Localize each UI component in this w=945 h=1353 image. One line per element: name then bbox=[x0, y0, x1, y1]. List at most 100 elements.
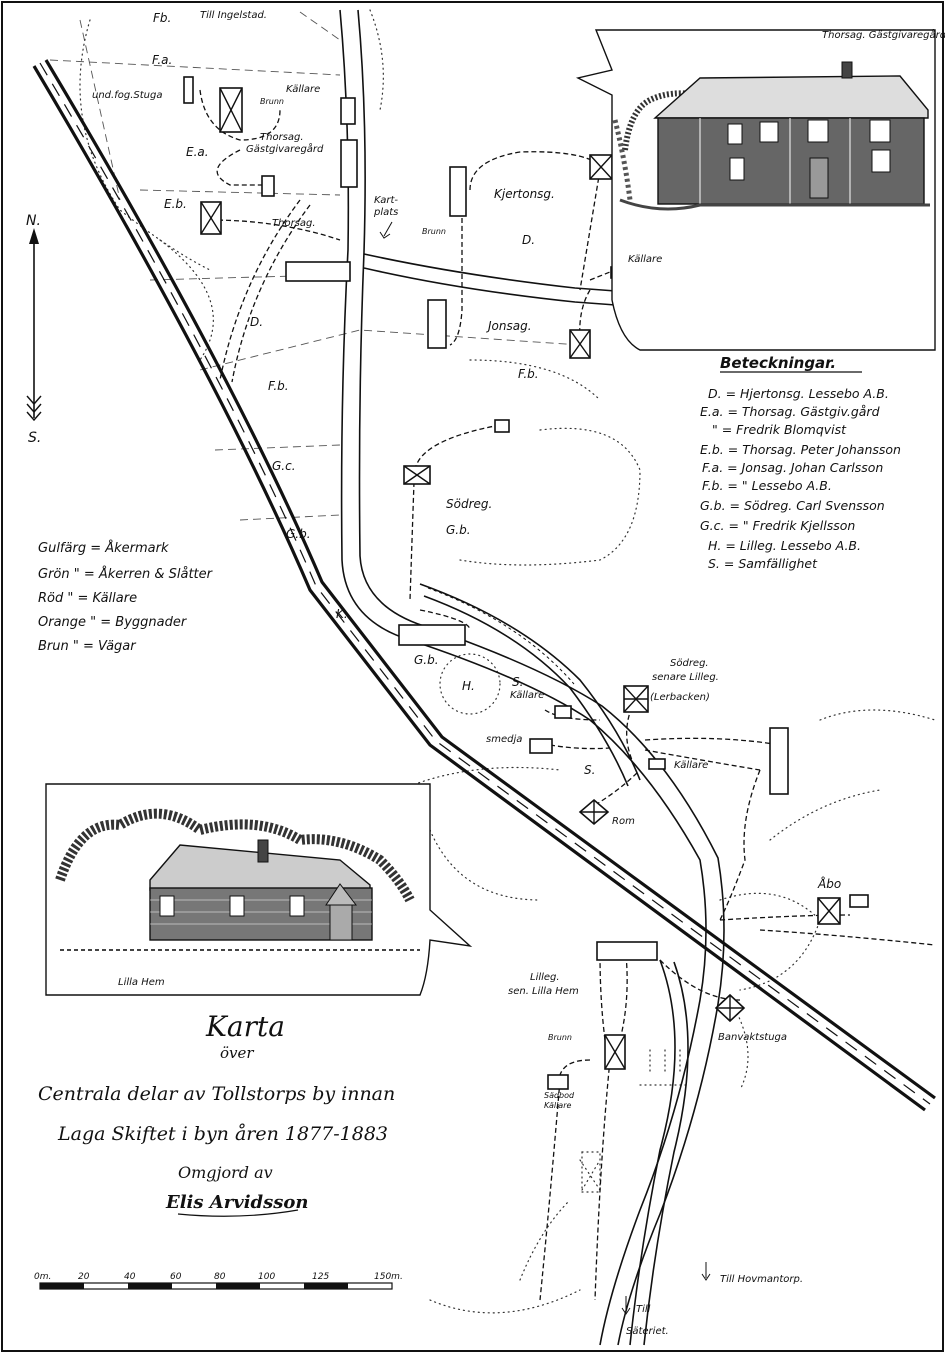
title-line-5: Omgjord av bbox=[178, 1163, 273, 1182]
label-lilleg-1: Lilleg. bbox=[530, 972, 560, 983]
label-gb-left: G.b. bbox=[286, 527, 311, 541]
color-key: Gulfärg = Åkermark Grön " = Åkerren & Sl… bbox=[38, 540, 214, 654]
scale-tick: 125 bbox=[312, 1272, 329, 1282]
legend-row: F.a. = Jonsag. Johan Carlsson bbox=[702, 460, 883, 475]
building bbox=[769, 727, 789, 795]
inset-top: Thorsag. Gästgivaregård. bbox=[575, 28, 945, 351]
label-brunn-2: Brunn bbox=[422, 227, 446, 236]
building bbox=[547, 1074, 569, 1090]
label-till-hovmantorp: Till Hovmantorp. bbox=[720, 1274, 803, 1285]
building bbox=[285, 261, 351, 282]
color-key-row: Grön " = Åkerren & Slåtter bbox=[38, 566, 214, 582]
building bbox=[589, 154, 613, 180]
legend: Beteckningar. D. = Hjertonsg. Lessebo A.… bbox=[700, 354, 901, 571]
label-till: Till bbox=[636, 1304, 651, 1315]
label-thorsag: Thorsag. bbox=[272, 218, 316, 229]
railway bbox=[32, 59, 936, 1112]
label-sodreg-senare-1: Södreg. bbox=[670, 658, 709, 669]
label-rom: Rom bbox=[612, 816, 635, 827]
scale-tick: 0m. bbox=[34, 1272, 51, 1282]
house-illustration-top bbox=[612, 61, 930, 211]
label-part: Thorsag. bbox=[260, 132, 304, 143]
color-key-row: Orange " = Byggnader bbox=[38, 615, 188, 630]
legend-row: G.b. = Södreg. Carl Svensson bbox=[700, 498, 885, 513]
label-h: H. bbox=[462, 679, 475, 693]
label-ea: E.a. bbox=[186, 145, 209, 159]
building bbox=[449, 166, 467, 217]
scale-tick: 40 bbox=[124, 1272, 136, 1282]
house-illustration-bottom bbox=[55, 808, 420, 951]
inset-bottom-caption: Lilla Hem bbox=[118, 977, 165, 988]
crossed-buildings bbox=[200, 87, 841, 1070]
label-fb-top: Fb. bbox=[153, 11, 171, 25]
footpaths bbox=[199, 89, 936, 1301]
label-sateriet: Säteriet. bbox=[626, 1326, 669, 1337]
signature: Elis Arvidsson bbox=[165, 1192, 309, 1213]
label-fa: F.a. bbox=[152, 53, 172, 67]
label-part: plats bbox=[373, 207, 398, 218]
label-und-fog-stuga: und.fog.Stuga bbox=[92, 90, 162, 101]
building bbox=[427, 299, 447, 349]
label-sodreg-senare-2: senare Lilleg. bbox=[652, 672, 719, 683]
label-kallare-1: Källare bbox=[286, 84, 320, 95]
color-key-row: Brun " = Vägar bbox=[38, 639, 137, 654]
building bbox=[604, 1034, 626, 1070]
label-part: Sädbod bbox=[544, 1091, 575, 1100]
scale-tick: 100 bbox=[258, 1272, 275, 1282]
label-sodreg: Södreg. bbox=[446, 497, 492, 511]
label-gb-mid: G.b. bbox=[446, 523, 471, 537]
building bbox=[403, 465, 431, 485]
label-abo: Åbo bbox=[817, 876, 841, 891]
label-part: Gästgivaregård bbox=[246, 142, 324, 155]
north-label: N. bbox=[26, 213, 41, 229]
label-lilleg-2: sen. Lilla Hem bbox=[508, 986, 579, 997]
building bbox=[578, 798, 610, 826]
label-part: Källare bbox=[544, 1101, 572, 1110]
compass: N. S. bbox=[26, 213, 42, 446]
building bbox=[554, 705, 572, 719]
label-gc: G.c. bbox=[272, 459, 296, 473]
label-kjertonsg: Kjertonsg. bbox=[494, 187, 555, 201]
scale-bar: 0m. 20 40 60 80 100 125 150m. bbox=[34, 1272, 403, 1290]
label-part: Kart- bbox=[374, 195, 398, 206]
label-fb-left: F.b. bbox=[268, 379, 289, 393]
building bbox=[183, 76, 194, 104]
color-key-row: Gulfärg = Åkermark bbox=[38, 540, 169, 556]
label-kallare-3: Källare bbox=[510, 690, 544, 701]
south-label: S. bbox=[28, 430, 41, 446]
label-k: K. bbox=[336, 607, 348, 621]
scale-tick: 60 bbox=[170, 1272, 182, 1282]
label-jonsag: Jonsag. bbox=[486, 319, 532, 333]
color-key-row: Röd " = Källare bbox=[38, 591, 137, 606]
legend-row: S. = Samfällighet bbox=[708, 556, 818, 571]
label-lerbacken: (Lerbacken) bbox=[650, 692, 710, 703]
inset-top-caption: Thorsag. Gästgivaregård. bbox=[822, 28, 945, 41]
field-boundaries bbox=[49, 11, 581, 521]
legend-row: E.b. = Thorsag. Peter Johansson bbox=[700, 442, 901, 457]
inset-bottom: Lilla Hem bbox=[45, 783, 473, 996]
label-smedja: smedja bbox=[486, 734, 522, 745]
label-d-top: D. bbox=[522, 233, 535, 247]
label-kallare-2: Källare bbox=[628, 254, 662, 265]
label-till-ingelstad: Till Ingelstad. bbox=[200, 10, 267, 21]
label-s-kallare: S. bbox=[512, 675, 523, 689]
label-gb-low: G.b. bbox=[414, 653, 439, 667]
building bbox=[714, 993, 746, 1023]
label-s-low: S. bbox=[584, 763, 595, 777]
label-banvaktstuga: Banvaktstuga bbox=[718, 1032, 787, 1043]
buildings bbox=[183, 76, 869, 1090]
building bbox=[529, 738, 553, 754]
building bbox=[817, 897, 841, 925]
legend-row: E.a. = Thorsag. Gästgiv.gård bbox=[700, 404, 880, 419]
place-labels: Fb. Till Ingelstad. F.a. und.fog.Stuga K… bbox=[92, 10, 841, 1337]
label-brunn-1: Brunn bbox=[260, 97, 284, 106]
building bbox=[340, 139, 358, 188]
title-line-4: Laga Skiftet i byn åren 1877-1883 bbox=[57, 1123, 388, 1145]
scale-tick: 20 bbox=[78, 1272, 90, 1282]
label-eb: E.b. bbox=[164, 197, 187, 211]
label-brunn-3: Brunn bbox=[548, 1033, 572, 1042]
legend-title: Beteckningar. bbox=[720, 354, 836, 372]
